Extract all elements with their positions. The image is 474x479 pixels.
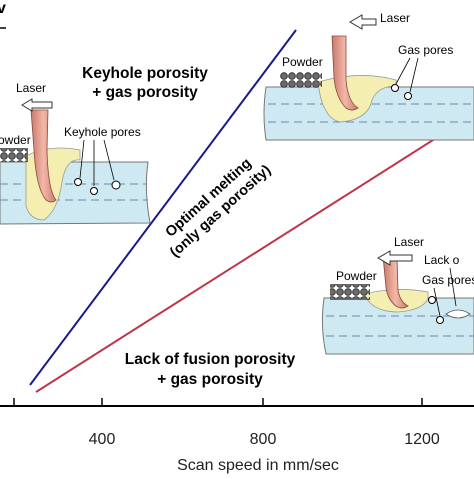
keyhole-region-label: Keyhole porosity + gas porosity (82, 65, 208, 101)
lack-of-fusion-boundary-line (35, 113, 474, 393)
pores-label: Keyhole pores (64, 125, 141, 139)
pores-label: Gas pores (422, 273, 474, 287)
laser-label: Laser (394, 235, 424, 249)
arrow-left-icon (21, 98, 53, 112)
powder-label: owder (0, 133, 31, 147)
optimal-inset: Laser Powder Gas pores (263, 11, 474, 141)
pore-icon (436, 316, 444, 324)
region-label-line: Lack of fusion porosity (125, 351, 296, 368)
lack-label: Lack o (424, 253, 460, 267)
powder-bed (280, 72, 322, 88)
x-axis-label: Scan speed in mm/sec (177, 457, 339, 474)
substrate (321, 297, 474, 355)
pore-icon (90, 187, 98, 195)
region-label-line: + gas porosity (157, 371, 263, 388)
powder-bed (330, 284, 370, 300)
arrow-left-icon (349, 14, 377, 30)
y-axis-label-fragment: v (0, 0, 6, 17)
x-tick-label: 400 (89, 431, 116, 448)
keyhole-boundary-line (29, 29, 297, 386)
powder-label: Powder (336, 269, 377, 283)
region-label-line: + gas porosity (92, 84, 198, 101)
pore-icon (74, 178, 82, 186)
pointer-line (449, 267, 457, 307)
laser-beam (382, 255, 409, 309)
laser-beam (30, 109, 57, 203)
pore-icon (428, 296, 436, 304)
keyhole-inset: Laser owder Keyhole pores (0, 81, 151, 225)
lack-of-fusion-void (445, 309, 471, 319)
pointer-line (395, 57, 411, 85)
powder-label: Powder (282, 55, 323, 69)
pore-icon (404, 92, 412, 100)
pointer-line (409, 57, 419, 93)
laser-label: Laser (16, 81, 46, 95)
substrate (263, 86, 474, 141)
substrate (0, 161, 151, 225)
pores-label: Gas pores (398, 43, 453, 57)
lack-of-fusion-region-label: Lack of fusion porosity + gas porosity (125, 351, 296, 388)
pore-icon (111, 180, 121, 190)
pointer-line (433, 287, 441, 317)
lack-of-fusion-inset: Laser Powder Lack o Gas pores (321, 235, 474, 355)
pointer-line (103, 139, 115, 181)
powder-bed (0, 148, 28, 162)
laser-label: Laser (380, 11, 410, 25)
pore-icon (391, 84, 399, 92)
x-tick-label: 800 (250, 431, 277, 448)
region-label-line: Keyhole porosity (82, 65, 208, 82)
x-tick-label: 1200 (404, 431, 440, 448)
arrow-left-icon (377, 250, 413, 266)
optimal-region-label: Optimal melting (only gas porosity) (163, 155, 275, 260)
pointer-line (79, 139, 85, 179)
laser-beam (331, 35, 359, 111)
